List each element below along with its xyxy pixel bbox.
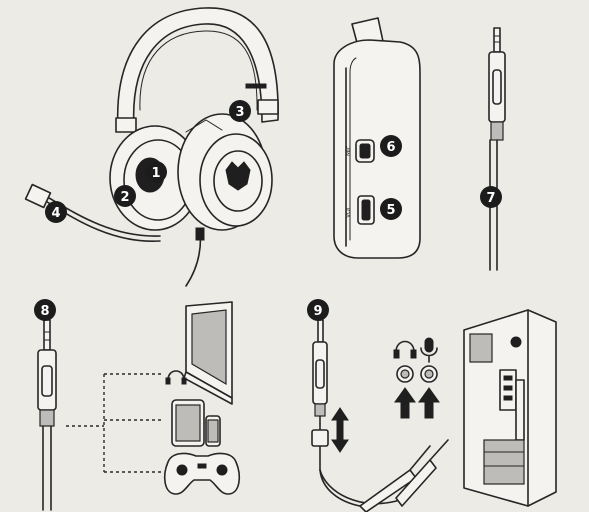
callout-9: 9 (307, 299, 329, 321)
gamepad-icon (163, 452, 241, 495)
tablet-icon (171, 399, 205, 447)
callout-6-label: 6 (386, 140, 395, 155)
callout-7-label: 7 (486, 191, 495, 206)
headset-front-icon (24, 7, 279, 287)
double-arrow-icon (331, 407, 349, 453)
callout-3-label: 3 (235, 105, 244, 120)
headphone-icon (165, 370, 187, 385)
headset-side-icon: Mic VOL (333, 17, 421, 259)
microphone-icon (420, 337, 438, 383)
callout-4: 4 (45, 201, 67, 223)
plug-cable-icon (488, 27, 506, 271)
callout-7: 7 (480, 186, 502, 208)
laptop-icon (183, 301, 233, 405)
callout-5-label: 5 (386, 203, 395, 218)
callout-3: 3 (229, 100, 251, 122)
callout-5: 5 (380, 198, 402, 220)
phone-icon (205, 415, 221, 447)
vol-label: VOL (345, 205, 352, 218)
callout-8-label: 8 (40, 304, 49, 319)
callout-1-label: 1 (151, 166, 160, 181)
pc-tower-icon (463, 309, 557, 507)
connector-lines (66, 373, 164, 473)
up-arrow-icon (394, 387, 440, 419)
headphone-port-icon (393, 340, 417, 383)
audio-jack-icon (37, 319, 57, 511)
callout-4-label: 4 (51, 206, 60, 221)
mic-label: Mic (345, 146, 352, 156)
callout-1: 1 (145, 161, 167, 183)
callout-9-label: 9 (313, 304, 322, 319)
callout-8: 8 (34, 299, 56, 321)
callout-6: 6 (380, 135, 402, 157)
callout-2-label: 2 (120, 190, 129, 205)
splitter-cable-icon (311, 319, 449, 512)
callout-2: 2 (114, 185, 136, 207)
